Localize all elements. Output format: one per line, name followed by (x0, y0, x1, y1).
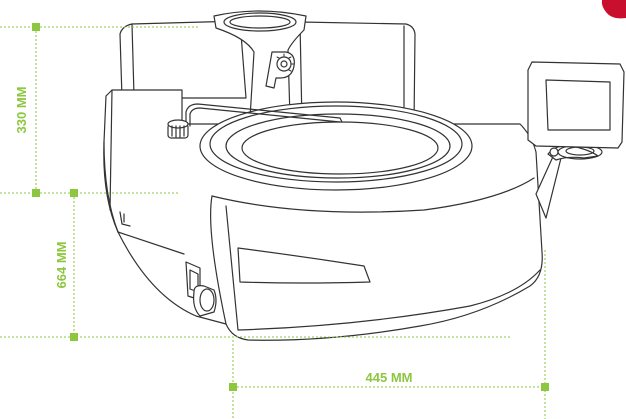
red-corner-fragment (601, 0, 626, 19)
water-connector (167, 119, 189, 139)
logo-icon (265, 51, 295, 89)
central-column (213, 10, 307, 119)
control-arm (535, 144, 603, 219)
rear-housing-right (299, 21, 416, 125)
machine-drawing (103, 10, 625, 341)
width-label: 445 MM (366, 370, 413, 385)
front-handle-slot (237, 247, 371, 284)
touch-screen-panel (527, 61, 625, 149)
height-upper-label: 330 MM (14, 87, 29, 134)
machine-feet (119, 211, 131, 227)
bowl-assembly (199, 101, 473, 191)
side-knob (193, 285, 217, 317)
water-nozzle (185, 103, 343, 127)
rear-housing-left (119, 20, 247, 99)
height-lower-label: 664 MM (54, 242, 69, 289)
dimension-markers (32, 23, 549, 391)
